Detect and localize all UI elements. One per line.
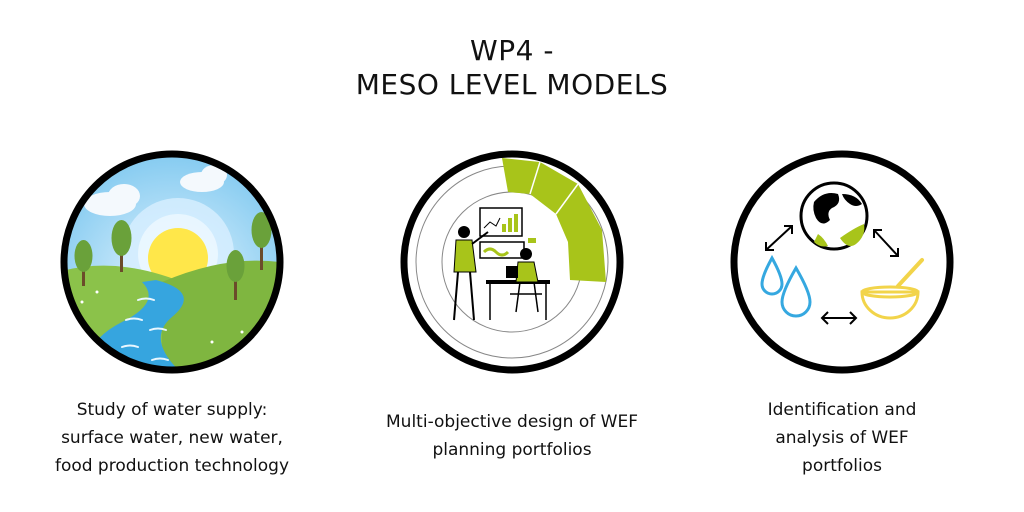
caption-line: Study of water supply: xyxy=(76,400,268,420)
caption-line: analysis of WEF xyxy=(775,428,909,448)
caption-line: portfolios xyxy=(802,456,882,476)
caption-line: surface water, new water, xyxy=(61,428,283,448)
caption-water-supply: Study of water supply: surface water, ne… xyxy=(22,396,322,480)
page-title: WP4 - MESO LEVEL MODELS xyxy=(0,34,1024,102)
caption-line: Identification and xyxy=(767,400,917,420)
title-line-2: MESO LEVEL MODELS xyxy=(355,68,669,101)
caption-wef-portfolios: Identification and analysis of WEF portf… xyxy=(712,396,972,480)
caption-line: Multi-objective design of WEF xyxy=(386,412,638,432)
multi-objective-design-icon xyxy=(400,150,624,374)
caption-line: food production technology xyxy=(54,456,290,476)
title-line-1: WP4 - xyxy=(470,34,554,67)
panel-water-supply xyxy=(52,142,292,382)
landscape-river-icon xyxy=(60,150,284,374)
caption-line: planning portfolios xyxy=(432,440,592,460)
wef-portfolio-icon xyxy=(730,150,954,374)
panel-wef-portfolios xyxy=(722,142,962,382)
panel-multi-objective xyxy=(392,142,632,382)
caption-multi-objective: Multi-objective design of WEF planning p… xyxy=(352,408,672,464)
